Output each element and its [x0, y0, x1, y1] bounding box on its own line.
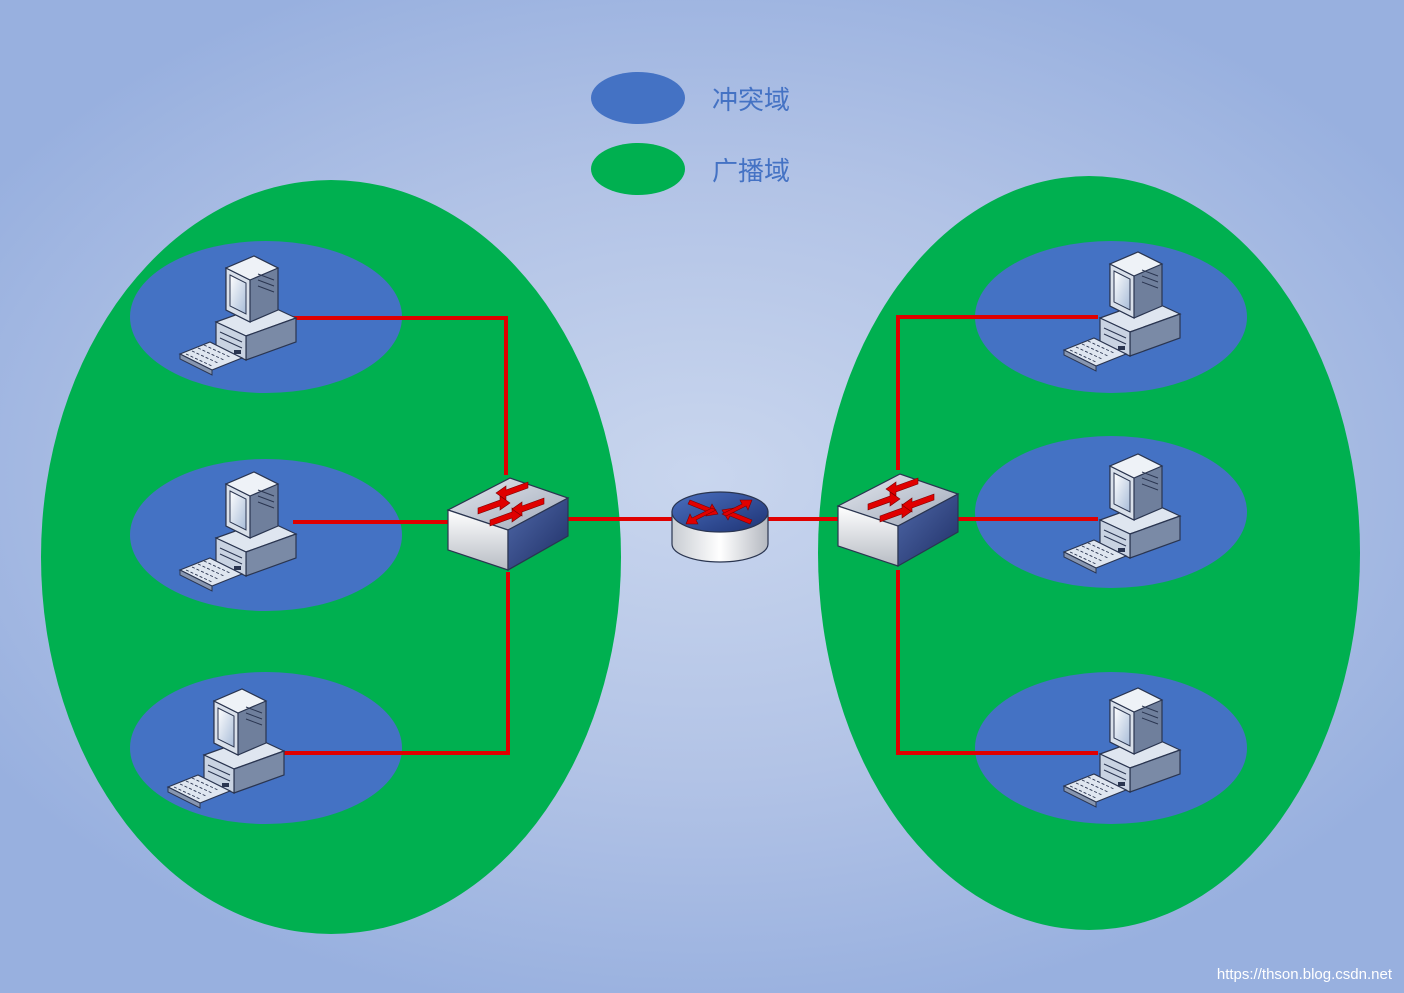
- legend-broadcast-swatch: [591, 143, 685, 195]
- legend-broadcast-label: 广播域: [712, 157, 791, 187]
- legend-collision-label: 冲突域: [712, 86, 791, 116]
- collision-domain-right-3: [975, 672, 1247, 824]
- link-right-pc3: [896, 570, 1098, 755]
- router-icon[interactable]: [671, 491, 769, 563]
- links: [283, 315, 1098, 755]
- legend-collision-swatch: [591, 72, 685, 124]
- watermark: https://thson.blog.csdn.net: [1216, 966, 1392, 983]
- link-right-pc1: [896, 315, 1098, 470]
- link-left-pc3: [283, 572, 510, 755]
- collision-domain-right-2: [975, 436, 1247, 588]
- link-left-pc1: [293, 316, 508, 475]
